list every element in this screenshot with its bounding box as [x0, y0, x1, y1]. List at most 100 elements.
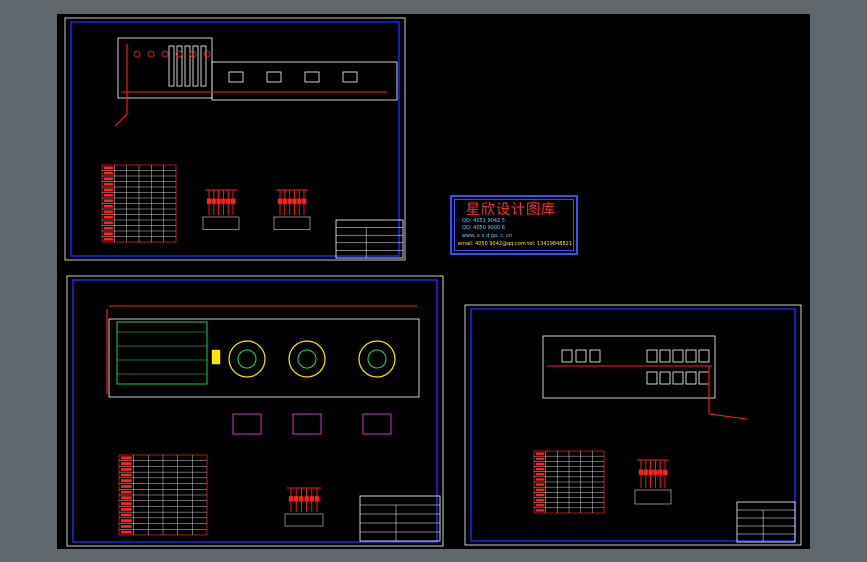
plan1-sprinkler: [175, 50, 183, 58]
floor-plan-sheet2: [106, 305, 420, 435]
plan1-locker-row: [192, 45, 199, 87]
material-table-sheet1-cell-fill: [103, 237, 113, 241]
plan1-fixture: [342, 71, 358, 83]
material-table-sheet1-cell-fill: [103, 221, 113, 225]
plan2-green-zone: [116, 321, 208, 385]
riser-diagrams: [202, 189, 672, 527]
sheet-inner-border-1: [70, 21, 400, 257]
riser-diagram-d-valve: [643, 469, 648, 475]
riser-diagram-c-valve: [299, 496, 304, 502]
material-table-sheet3-cell-fill: [535, 452, 545, 455]
plan2-tank-outer: [288, 340, 326, 378]
material-table-sheet3-cell-fill: [535, 457, 545, 460]
plan3-unit-right-top: [685, 349, 697, 363]
sheet-outer-border-3: [464, 304, 802, 546]
riser-diagram-c-valve: [294, 496, 299, 502]
material-table-sheet2-cell-fill: [120, 462, 132, 466]
material-table-sheet1-cell-fill: [103, 232, 113, 236]
plan3-unit-right-bottom: [698, 371, 710, 385]
material-table-sheet2-cell-fill: [120, 524, 132, 528]
riser-diagram-a-valve: [226, 198, 231, 204]
material-table-sheet2-cell-fill: [120, 513, 132, 517]
riser-diagram-b-base: [273, 216, 311, 230]
plan1-sprinkler: [189, 50, 197, 58]
riser-diagram-a-base: [202, 216, 240, 230]
plan2-pump-base: [292, 413, 322, 435]
plan2-pump-base: [232, 413, 262, 435]
material-table-sheet2-cell-fill: [120, 507, 132, 511]
material-table-sheet1-cell-fill: [103, 177, 113, 181]
riser-diagram-d-valve: [653, 469, 658, 475]
riser-diagram-a-valve: [206, 198, 212, 204]
cad-drawing-canvas[interactable]: 星欣设计图库 QQ: 4051 9042 5 QQ: 4050 9000 6 w…: [57, 14, 810, 549]
material-table-sheet1-cell-fill: [103, 210, 113, 214]
sheet-outer-border-1: [64, 17, 406, 261]
plan2-tank-inner: [237, 349, 257, 369]
plan1-sprinkler: [133, 50, 141, 58]
riser-diagram-a-valve: [230, 198, 236, 204]
material-table-sheet1-cell-fill: [103, 171, 113, 175]
riser-diagram-c-valve: [304, 496, 309, 502]
material-table-sheet2-cell-fill: [120, 479, 132, 483]
material-table-sheet3-cell-fill: [535, 462, 545, 466]
plan1-right-wing: [211, 61, 398, 101]
riser-diagram-b-valve: [297, 198, 302, 204]
sheet-outer-border-2: [66, 275, 444, 547]
plan3-unit-left: [589, 349, 601, 363]
title-block-3: [736, 501, 796, 543]
stamp-line-4: email: 4050 9042@qq.com tel: 13419848821: [458, 241, 572, 247]
material-table-sheet3-cell-fill: [535, 498, 545, 502]
plan3-unit-left: [561, 349, 573, 363]
plan3-unit-right-bottom: [672, 371, 684, 385]
plan1-fixture: [266, 71, 282, 83]
riser-diagram-b-valve: [282, 198, 287, 204]
material-table-sheet2-cell-fill: [120, 502, 132, 506]
plan2-tank-inner: [367, 349, 387, 369]
riser-diagram-c-valve: [309, 496, 314, 502]
plan1-fixture: [304, 71, 320, 83]
material-table-sheet3-cell-fill: [535, 478, 545, 481]
stamp-line-2: QQ: 4050 9000 6: [462, 225, 505, 231]
riser-diagram-c-valve: [314, 496, 320, 502]
riser-diagram-d-valve: [658, 469, 663, 475]
plan2-tank-outer: [358, 340, 396, 378]
riser-diagram-b-valve: [301, 198, 307, 204]
plan2-pump-base: [362, 413, 392, 435]
material-table-sheet3-cell-fill: [535, 467, 545, 471]
plan3-outlet-pipe: [708, 413, 748, 420]
material-table-sheet2-cell-fill: [120, 467, 132, 471]
title-blocks: [335, 219, 796, 543]
riser-diagram-a-valve: [211, 198, 216, 204]
plan1-fixture: [228, 71, 244, 83]
material-table-sheet2-cell-fill: [120, 530, 132, 534]
material-table-sheet1-cell-fill: [103, 204, 113, 208]
title-block-2: [359, 495, 441, 542]
material-table-sheet1-cell-fill: [103, 188, 113, 192]
stamp-title: 星欣设计图库: [466, 202, 556, 218]
material-table-sheet1-cell-fill: [103, 215, 113, 219]
riser-diagram-c-base: [284, 513, 324, 527]
plan3-unit-right-top: [672, 349, 684, 363]
riser-diagram-d-base: [634, 489, 672, 505]
material-table-sheet3-cell-fill: [535, 509, 545, 512]
plan2-tank-outer: [228, 340, 266, 378]
stamp-inner-frame: [454, 199, 574, 251]
plan1-sprinkler: [203, 50, 211, 58]
plan3-building-outline: [542, 335, 716, 399]
plan3-unit-right-bottom: [646, 371, 658, 385]
material-table-sheet2-cell-fill: [120, 484, 132, 488]
sheet-inner-border-3: [470, 308, 796, 542]
plan3-unit-right-bottom: [685, 371, 697, 385]
riser-diagram-b-valve: [292, 198, 297, 204]
riser-diagram-d-valve: [638, 469, 644, 475]
plan1-locker-row: [176, 45, 183, 87]
sheet-inner-border-2: [72, 279, 438, 543]
stamp-line-1: QQ: 4051 9042 5: [462, 218, 505, 224]
plan1-sprinkler: [161, 50, 169, 58]
material-table-sheet3-cell-fill: [535, 488, 545, 491]
plan2-valve-box: [211, 349, 221, 365]
material-table-sheet3-cell-fill: [535, 483, 545, 486]
plan3-unit-right-top: [698, 349, 710, 363]
riser-diagram-d-valve: [662, 469, 668, 475]
material-table-sheet3-cell-fill: [535, 504, 545, 507]
